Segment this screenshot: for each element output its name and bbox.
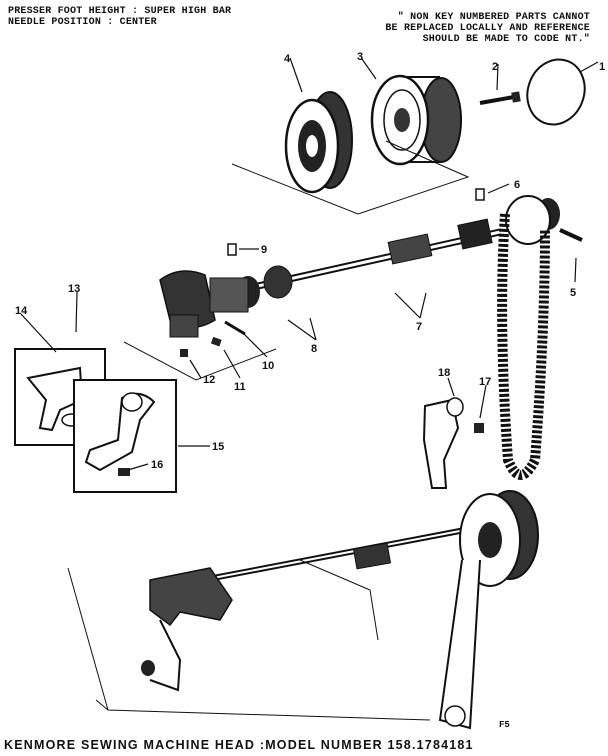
- non-key-parts-note: " NON KEY NUMBERED PARTS CANNOT BE REPLA…: [385, 12, 590, 45]
- callout-13: 13: [68, 283, 80, 295]
- page-code: F5: [499, 720, 510, 730]
- callout-7: 7: [416, 321, 422, 333]
- callout-16: 16: [151, 459, 163, 471]
- callout-8: 8: [311, 343, 317, 355]
- callout-18: 18: [438, 367, 450, 379]
- needle-bar-crank: [169, 314, 246, 357]
- part-6-setscrew: [475, 188, 485, 201]
- callout-4: 4: [284, 53, 291, 65]
- non-key-note-line-3: SHOULD BE MADE TO CODE NT.": [422, 34, 590, 45]
- callout-10: 10: [262, 360, 274, 372]
- callout-14: 14: [15, 305, 28, 317]
- part-18-lever: [422, 397, 464, 489]
- part-1-belt-ring: [526, 58, 586, 126]
- callout-11: 11: [234, 381, 246, 393]
- callout-6: 6: [514, 179, 520, 191]
- lower-pulley: [459, 490, 539, 587]
- part-17-screw: [474, 423, 484, 433]
- non-key-note-line-1: " NON KEY NUMBERED PARTS CANNOT: [397, 12, 590, 23]
- drive-belt: [497, 213, 550, 480]
- part-5-pin: [559, 228, 583, 242]
- non-key-note-line-2: BE REPLACED LOCALLY AND REFERENCE: [385, 23, 590, 34]
- callout-12: 12: [203, 374, 215, 386]
- needle-position-note: NEEDLE POSITION : CENTER: [8, 17, 157, 28]
- belt-pulley: [505, 195, 560, 245]
- setting-notes: PRESSER FOOT HEIGHT : SUPER HIGH BAR NEE…: [8, 6, 231, 28]
- part-2-screw: [479, 91, 521, 105]
- part-3-handwheel: [370, 74, 462, 166]
- lower-crank-arm: [438, 559, 481, 730]
- callout-2: 2: [492, 61, 498, 73]
- presser-foot-note: PRESSER FOOT HEIGHT : SUPER HIGH BAR: [8, 6, 232, 17]
- callout-15: 15: [212, 441, 224, 453]
- hook-assembly: [141, 567, 233, 692]
- callout-17: 17: [479, 376, 491, 388]
- callout-9: 9: [261, 244, 267, 256]
- callout-1: 1: [599, 61, 605, 73]
- callout-3: 3: [357, 51, 363, 63]
- cam-assembly: [159, 243, 293, 329]
- part-4-clutch: [284, 91, 353, 194]
- model-title: KENMORE SEWING MACHINE HEAD :MODEL NUMBE…: [4, 738, 474, 752]
- callout-5: 5: [570, 287, 576, 299]
- callout-leaders: [20, 57, 599, 471]
- part-15-box: [73, 379, 177, 493]
